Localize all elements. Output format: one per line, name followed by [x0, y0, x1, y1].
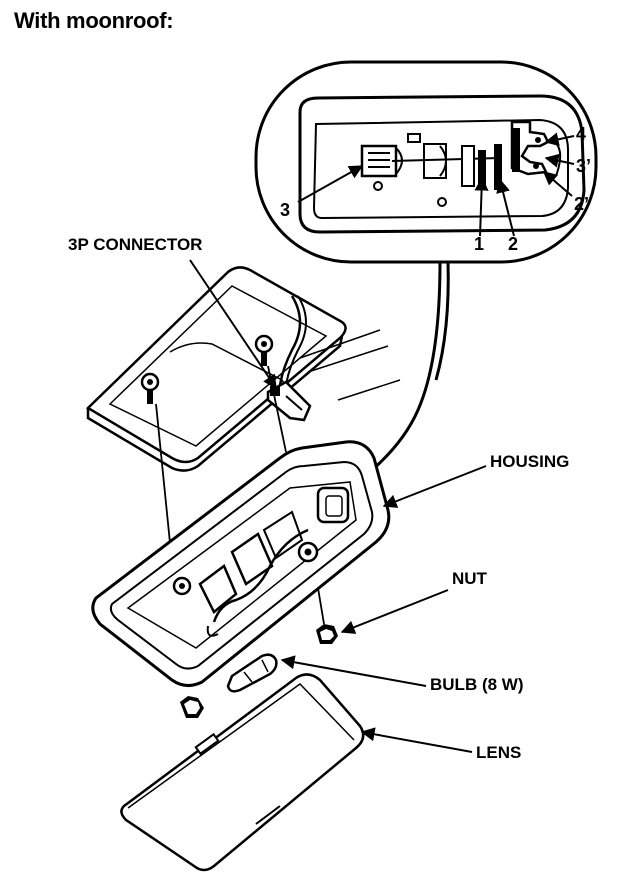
terminal-label-3-prime: 3’ [576, 156, 591, 176]
3p-connector-plug [266, 380, 312, 422]
roof-panel [85, 266, 401, 472]
terminal-label-1: 1 [474, 234, 484, 254]
label-3p-connector: 3P CONNECTOR [68, 235, 202, 254]
label-housing: HOUSING [490, 452, 569, 471]
terminal-label-4: 4 [576, 124, 586, 144]
label-bulb: BULB (8 W) [430, 675, 523, 694]
harness-wire [371, 261, 442, 472]
label-nut: NUT [452, 569, 488, 588]
diagram-title: With moonroof: [14, 8, 174, 33]
lens [120, 673, 365, 872]
terminal-label-2: 2 [508, 234, 518, 254]
housing [91, 440, 391, 687]
nut-right [316, 624, 338, 644]
terminal-label-3: 3 [280, 200, 290, 220]
inset-leaders [297, 132, 575, 237]
terminal-label-2-prime: 2’ [574, 194, 589, 214]
connector-detail-inset [254, 60, 598, 264]
label-lens: LENS [476, 743, 521, 762]
nut-left [180, 696, 204, 718]
bulb [226, 653, 278, 693]
